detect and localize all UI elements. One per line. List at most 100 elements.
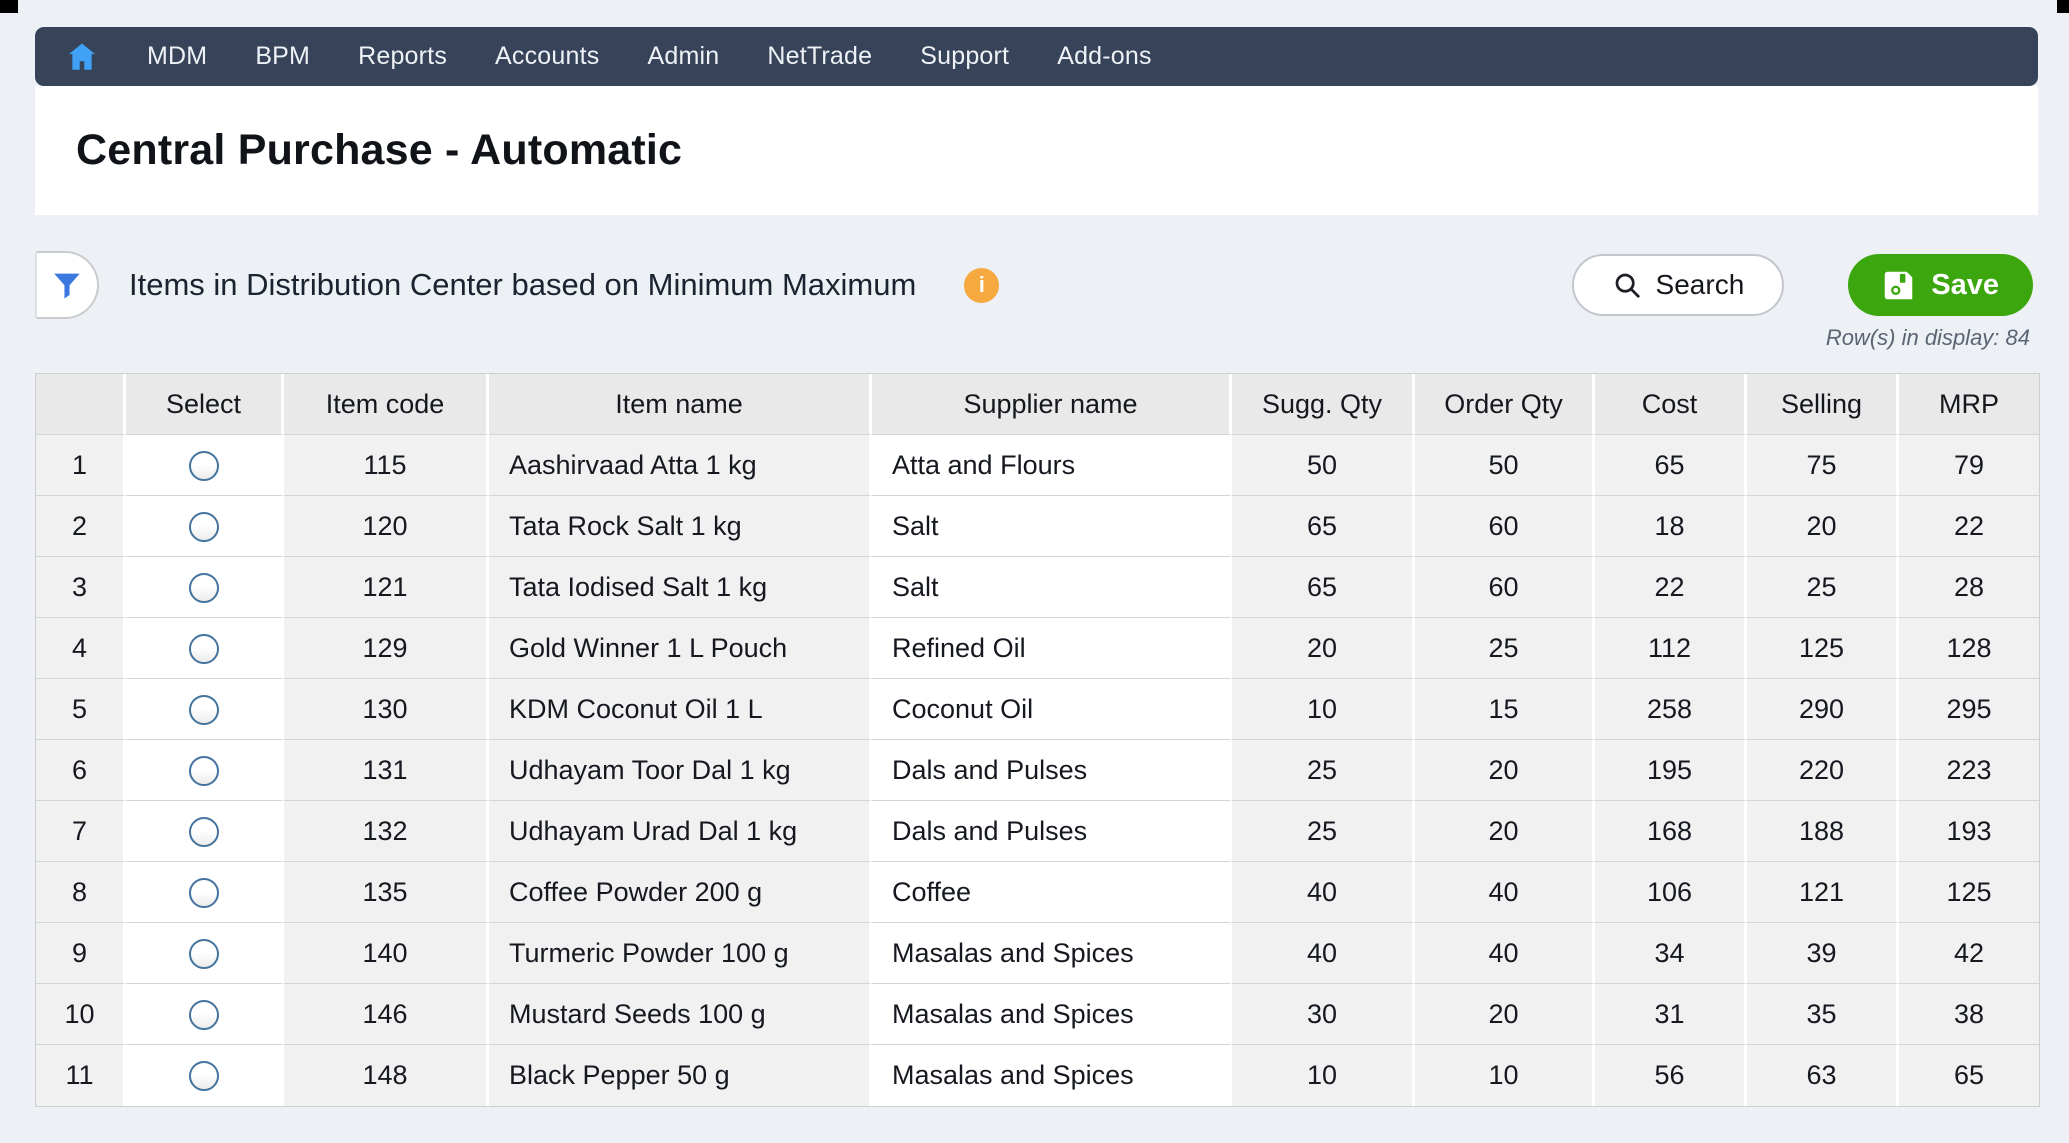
nav-item-admin[interactable]: Admin [647, 42, 720, 70]
cell-row-number: 1 [36, 435, 126, 496]
cell-item-code: 132 [284, 801, 489, 862]
info-icon[interactable]: i [964, 267, 1000, 303]
cell-mrp: 28 [1899, 557, 2039, 618]
cell-order-qty: 60 [1415, 557, 1595, 618]
cell-order-qty: 40 [1415, 923, 1595, 984]
floppy-disk-icon [1882, 269, 1915, 302]
cell-row-number: 10 [36, 984, 126, 1045]
cell-order-qty: 50 [1415, 435, 1595, 496]
filter-funnel-icon [50, 268, 84, 302]
cell-item-name: Udhayam Toor Dal 1 kg [489, 740, 872, 801]
cell-select [126, 923, 284, 984]
cell-select [126, 435, 284, 496]
cell-mrp: 125 [1899, 862, 2039, 923]
col-header-mrp: MRP [1899, 374, 2039, 435]
cell-item-name: Mustard Seeds 100 g [489, 984, 872, 1045]
cell-sugg-qty: 25 [1232, 740, 1415, 801]
cell-select [126, 740, 284, 801]
cell-item-name: Tata Rock Salt 1 kg [489, 496, 872, 557]
cell-mrp: 42 [1899, 923, 2039, 984]
cell-cost: 112 [1595, 618, 1747, 679]
cell-item-name: Gold Winner 1 L Pouch [489, 618, 872, 679]
nav-item-nettrade[interactable]: NetTrade [767, 42, 873, 70]
select-radio[interactable] [188, 938, 219, 969]
cell-select [126, 984, 284, 1045]
cell-item-code: 146 [284, 984, 489, 1045]
cell-order-qty: 15 [1415, 679, 1595, 740]
col-header-selling: Selling [1747, 374, 1899, 435]
select-radio[interactable] [188, 450, 219, 481]
cell-row-number: 4 [36, 618, 126, 679]
cell-item-name: Tata Iodised Salt 1 kg [489, 557, 872, 618]
nav-item-reports[interactable]: Reports [358, 42, 448, 70]
filter-button[interactable] [35, 251, 99, 319]
cell-item-name: Aashirvaad Atta 1 kg [489, 435, 872, 496]
cell-cost: 168 [1595, 801, 1747, 862]
cell-supplier-name: Atta and Flours [872, 435, 1232, 496]
select-radio[interactable] [188, 999, 219, 1030]
nav-item-accounts[interactable]: Accounts [495, 42, 600, 70]
table-header-row: Select Item code Item name Supplier name… [36, 374, 2039, 435]
cell-mrp: 128 [1899, 618, 2039, 679]
nav-item-add-ons[interactable]: Add-ons [1057, 42, 1152, 70]
cell-select [126, 618, 284, 679]
cell-order-qty: 25 [1415, 618, 1595, 679]
col-header-item-code: Item code [284, 374, 489, 435]
items-table: Select Item code Item name Supplier name… [35, 373, 2040, 1107]
cell-sugg-qty: 40 [1232, 862, 1415, 923]
cell-item-code: 148 [284, 1045, 489, 1106]
cell-sugg-qty: 10 [1232, 1045, 1415, 1106]
select-radio[interactable] [188, 572, 219, 603]
cell-order-qty: 20 [1415, 740, 1595, 801]
home-button[interactable] [65, 40, 99, 74]
cell-supplier-name: Coffee [872, 862, 1232, 923]
cell-item-name: Turmeric Powder 100 g [489, 923, 872, 984]
cell-select [126, 496, 284, 557]
cell-sugg-qty: 50 [1232, 435, 1415, 496]
nav-item-bpm[interactable]: BPM [255, 42, 311, 70]
select-radio[interactable] [188, 755, 219, 786]
cell-row-number: 2 [36, 496, 126, 557]
select-radio[interactable] [188, 633, 219, 664]
cell-cost: 258 [1595, 679, 1747, 740]
cell-row-number: 7 [36, 801, 126, 862]
cell-item-code: 120 [284, 496, 489, 557]
col-header-cost: Cost [1595, 374, 1747, 435]
col-header-sugg-qty: Sugg. Qty [1232, 374, 1415, 435]
cell-supplier-name: Dals and Pulses [872, 801, 1232, 862]
select-radio[interactable] [188, 877, 219, 908]
select-radio[interactable] [188, 816, 219, 847]
cell-selling: 63 [1747, 1045, 1899, 1106]
cell-selling: 75 [1747, 435, 1899, 496]
select-radio[interactable] [188, 511, 219, 542]
select-radio[interactable] [188, 1061, 219, 1092]
cell-supplier-name: Masalas and Spices [872, 1045, 1232, 1106]
cell-supplier-name: Masalas and Spices [872, 923, 1232, 984]
select-radio[interactable] [188, 694, 219, 725]
cell-select [126, 801, 284, 862]
cell-order-qty: 20 [1415, 984, 1595, 1045]
cell-supplier-name: Salt [872, 557, 1232, 618]
nav-item-mdm[interactable]: MDM [147, 42, 208, 70]
save-button[interactable]: Save [1848, 254, 2033, 316]
col-header-select: Select [126, 374, 284, 435]
search-button[interactable]: Search [1571, 254, 1785, 316]
nav-item-support[interactable]: Support [920, 42, 1010, 70]
cell-row-number: 11 [36, 1045, 126, 1106]
save-button-label: Save [1931, 268, 1999, 301]
col-header-supplier-name: Supplier name [872, 374, 1232, 435]
cell-sugg-qty: 10 [1232, 679, 1415, 740]
cell-select [126, 1045, 284, 1106]
cell-select [126, 679, 284, 740]
page-title: Central Purchase - Automatic [76, 126, 683, 174]
cell-row-number: 3 [36, 557, 126, 618]
rows-in-display: Row(s) in display: 84 [1825, 325, 2030, 350]
